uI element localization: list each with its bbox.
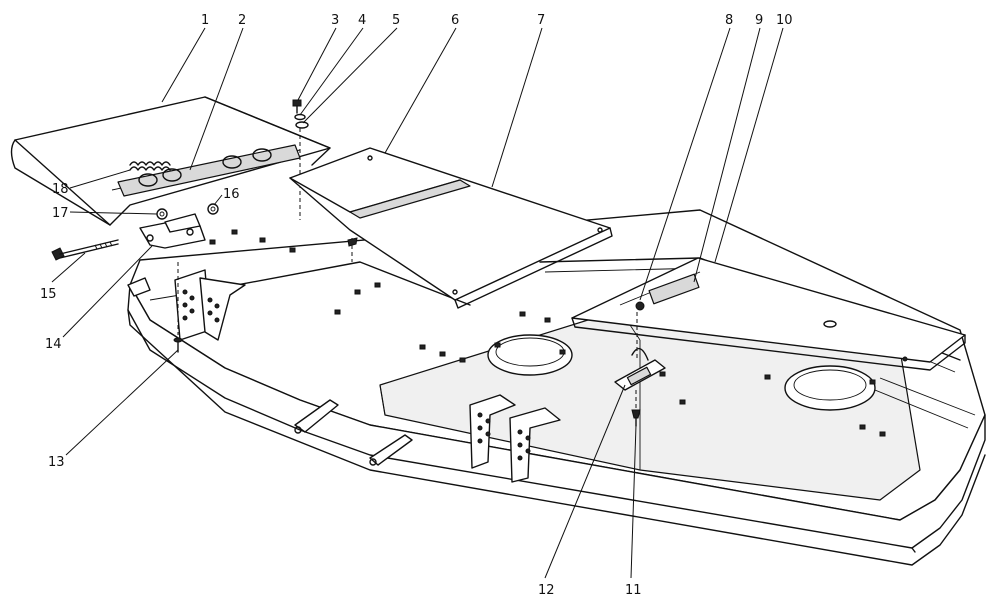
callout-13: 13 bbox=[48, 455, 65, 470]
hinge-bracket bbox=[139, 213, 206, 249]
nuts bbox=[156, 203, 219, 220]
callout-11: 11 bbox=[625, 583, 642, 598]
callout-10: 10 bbox=[776, 13, 793, 28]
right-cover bbox=[571, 257, 966, 371]
discharge-cover bbox=[10, 96, 331, 226]
callout-17: 17 bbox=[52, 206, 69, 221]
height-bracket-front bbox=[469, 394, 561, 483]
callout-15: 15 bbox=[40, 287, 57, 302]
callout-1: 1 bbox=[201, 13, 209, 28]
callout-4: 4 bbox=[358, 13, 366, 28]
callout-16: 16 bbox=[223, 187, 240, 202]
front-link-arms bbox=[294, 399, 413, 466]
callout-6: 6 bbox=[451, 13, 459, 28]
callout-18: 18 bbox=[52, 182, 69, 197]
screw-washers bbox=[292, 99, 309, 220]
callout-3: 3 bbox=[331, 13, 339, 28]
callout-9: 9 bbox=[755, 13, 763, 28]
callout-5: 5 bbox=[392, 13, 400, 28]
callout-14: 14 bbox=[45, 337, 62, 352]
deck-housing bbox=[127, 209, 986, 566]
latch-assembly bbox=[614, 347, 666, 427]
callout-labels: 1 2 3 4 5 6 7 8 9 10 11 12 13 14 15 16 1… bbox=[40, 13, 793, 598]
leader-lines bbox=[51, 27, 784, 579]
center-cover bbox=[289, 147, 613, 309]
height-bracket-left bbox=[174, 269, 246, 341]
callout-12: 12 bbox=[538, 583, 555, 598]
hinge-spring bbox=[129, 161, 171, 171]
callout-7: 7 bbox=[537, 13, 545, 28]
callout-8: 8 bbox=[725, 13, 733, 28]
callout-2: 2 bbox=[238, 13, 246, 28]
hinge-bolt bbox=[51, 239, 119, 261]
